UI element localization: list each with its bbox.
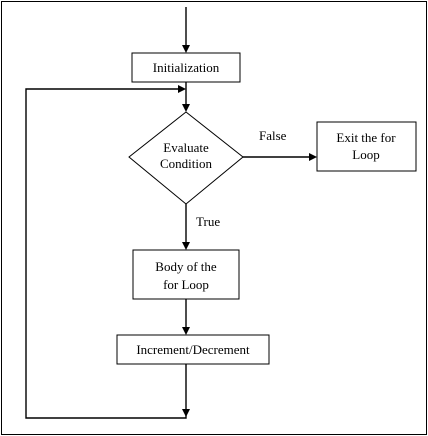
evaluate-to-exit-arrowhead	[309, 153, 317, 161]
loop-body-box	[132, 249, 240, 300]
evaluate-condition-label-line1: Evaluate	[163, 140, 209, 155]
loop-back-arrowhead	[178, 85, 186, 93]
true-edge-label: True	[196, 214, 220, 229]
loop-bottom-arrowhead	[182, 409, 190, 417]
evaluate-condition-label-line2: Condition	[160, 156, 213, 171]
exit-loop-label-line2: Loop	[352, 147, 379, 162]
loop-body-label-line1: Body of the	[155, 259, 217, 274]
evaluate-condition-node: Evaluate Condition	[128, 111, 244, 205]
exit-loop-label-line1: Exit the for	[336, 130, 396, 145]
exit-loop-box	[316, 121, 417, 172]
exit-loop-node: Exit the for Loop	[316, 121, 417, 172]
evaluate-condition-diamond	[128, 111, 244, 205]
entry-arrowhead	[182, 45, 190, 53]
increment-decrement-node: Increment/Decrement	[116, 334, 270, 365]
false-edge-label: False	[259, 128, 287, 143]
loop-body-node: Body of the for Loop	[132, 249, 240, 300]
evaluate-to-body-arrowhead	[182, 242, 190, 250]
init-to-evaluate-arrowhead	[182, 104, 190, 112]
loop-body-label-line2: for Loop	[163, 277, 209, 292]
initialization-label: Initialization	[153, 60, 220, 75]
body-to-increment-arrowhead	[182, 327, 190, 335]
increment-decrement-label: Increment/Decrement	[136, 342, 250, 357]
initialization-node: Initialization	[131, 52, 241, 83]
initialization-box	[131, 52, 241, 83]
increment-decrement-box	[116, 334, 270, 365]
loop-back-line	[25, 88, 187, 419]
